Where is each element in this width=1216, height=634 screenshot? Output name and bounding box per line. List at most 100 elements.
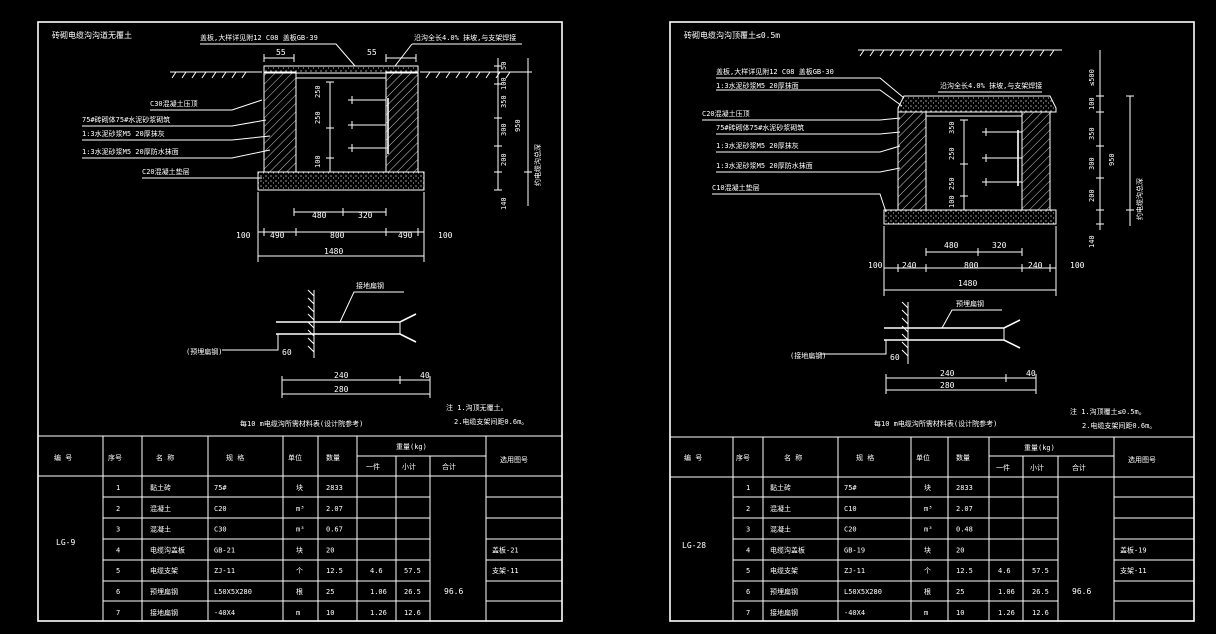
table-cell: 26.5 xyxy=(1032,588,1049,596)
ground-line xyxy=(858,49,1062,57)
svg-text:合计: 合计 xyxy=(442,462,456,471)
cover-slab xyxy=(897,95,1057,113)
table-cell: 盖板-21 xyxy=(492,545,519,554)
materials-table: 编 号 序号 名 称 规 格 单位 数量 重量(kg) 一件 小计 合计 选用图… xyxy=(37,435,563,622)
table-cell: 2.07 xyxy=(956,505,973,513)
callout-1: C20混凝土压顶 xyxy=(702,109,750,118)
note-1: 注 1.沟顶无覆土。 xyxy=(446,403,508,412)
svg-text:50: 50 xyxy=(500,62,508,70)
table-cell: 块 xyxy=(924,545,931,554)
svg-text:140: 140 xyxy=(500,197,508,210)
table-cell: C30 xyxy=(214,526,227,534)
table-cell: -40X4 xyxy=(214,609,235,617)
table-cell: 预埋扁钢 xyxy=(150,587,178,596)
table-cell: 6 xyxy=(746,588,750,596)
callout-3: 1:3水泥砂浆M5 20厚抹灰 xyxy=(82,129,165,138)
svg-text:序号: 序号 xyxy=(736,453,750,462)
callout-3: 1:3水泥砂浆M5 20厚抹灰 xyxy=(716,141,799,150)
svg-text:240: 240 xyxy=(1028,261,1043,270)
svg-text:一件: 一件 xyxy=(996,463,1010,472)
table-cell: 5 xyxy=(746,567,750,575)
table-cell: 2 xyxy=(746,505,750,513)
table-cell: m³ xyxy=(296,526,304,534)
svg-text:200: 200 xyxy=(500,153,508,166)
sheet-left: 砖砌电缆沟沟道无覆土 盖板,大样详见附12 C08 盖板GB-39 沿沟全长4.… xyxy=(37,21,563,622)
table-cell: 块 xyxy=(924,483,931,492)
bedding-layer xyxy=(883,209,1057,225)
svg-text:1480: 1480 xyxy=(324,247,343,256)
table-cell: -40X4 xyxy=(844,609,865,617)
table-cell: 25 xyxy=(326,588,334,596)
callout-4: 1:3水泥砂浆M5 20厚防水抹面 xyxy=(716,161,813,170)
table-cell: 支架-11 xyxy=(492,566,519,575)
svg-text:60: 60 xyxy=(282,348,292,357)
table-cell: 混凝土 xyxy=(770,525,791,534)
svg-text:规 格: 规 格 xyxy=(226,453,244,462)
sheet-right: 砖砌电缆沟沟顶覆土≤0.5m 盖板,大样详见附12 C08 盖板GB-30 沿沟… xyxy=(669,21,1195,622)
left-wall xyxy=(897,111,927,211)
svg-text:100: 100 xyxy=(948,195,956,208)
svg-text:重量(kg): 重量(kg) xyxy=(396,443,427,451)
svg-text:490: 490 xyxy=(270,231,285,240)
table-cell: 12.6 xyxy=(1032,609,1049,617)
table-cell: 1.26 xyxy=(998,609,1015,617)
table-cell: m³ xyxy=(924,526,932,534)
svg-text:950: 950 xyxy=(514,119,522,132)
svg-text:240: 240 xyxy=(940,369,955,378)
svg-text:320: 320 xyxy=(358,211,373,220)
svg-text:250: 250 xyxy=(948,177,956,190)
table-cell: 混凝土 xyxy=(150,504,171,513)
svg-text:选用图号: 选用图号 xyxy=(1128,455,1156,464)
table-cell: ZJ-11 xyxy=(844,567,865,575)
svg-text:100: 100 xyxy=(868,261,883,270)
svg-text:320: 320 xyxy=(992,241,1007,250)
svg-text:280: 280 xyxy=(334,385,349,394)
table-cell: 3 xyxy=(746,526,750,534)
table-cell: 个 xyxy=(296,567,303,575)
svg-text:小计: 小计 xyxy=(1030,463,1044,472)
callout-4: 1:3水泥砂浆M5 20厚防水抹面 xyxy=(82,147,179,156)
table-cell: 黏土砖 xyxy=(150,483,171,492)
svg-text:350: 350 xyxy=(500,95,508,108)
svg-text:250: 250 xyxy=(314,111,322,124)
table-cell: 75# xyxy=(844,484,857,492)
note-2: 2.电缆支架间距0.6m。 xyxy=(454,417,528,426)
table-cell: 7 xyxy=(116,609,120,617)
table-cell: 支架-11 xyxy=(1120,566,1147,575)
table-cell: 电缆沟盖板 xyxy=(770,545,805,554)
svg-text:(预埋扁钢): (预埋扁钢) xyxy=(186,347,222,356)
trench-section xyxy=(883,95,1057,225)
svg-text:40: 40 xyxy=(420,371,430,380)
table-cell: ZJ-11 xyxy=(214,567,235,575)
svg-text:490: 490 xyxy=(398,231,413,240)
table-cell: 电缆支架 xyxy=(150,566,178,575)
table-cell: 黏土砖 xyxy=(770,483,791,492)
svg-text:约电缆沟总深: 约电缆沟总深 xyxy=(533,144,542,186)
svg-text:40: 40 xyxy=(1026,369,1036,378)
svg-text:55: 55 xyxy=(276,48,286,57)
table-cell: 12.6 xyxy=(404,609,421,617)
table-cell: 4 xyxy=(746,546,750,554)
table-cell: 根 xyxy=(924,587,931,596)
table-cell: GB-19 xyxy=(844,546,865,554)
svg-text:约电缆沟总深: 约电缆沟总深 xyxy=(1135,178,1144,220)
svg-text:名 称: 名 称 xyxy=(784,453,802,462)
table-cell: 57.5 xyxy=(1032,567,1049,575)
table-cell: 块 xyxy=(296,483,303,492)
callout-cover: 盖板,大样详见附12 C08 盖板GB-30 xyxy=(716,67,834,76)
table-cell: 2.07 xyxy=(326,505,343,513)
svg-text:350: 350 xyxy=(948,121,956,134)
table-cell: 根 xyxy=(296,587,303,596)
sheet-title: 砖砌电缆沟沟道无覆土 xyxy=(52,30,132,40)
svg-text:800: 800 xyxy=(330,231,345,240)
svg-text:280: 280 xyxy=(940,381,955,390)
sheet-title: 砖砌电缆沟沟顶覆土≤0.5m xyxy=(684,30,780,40)
table-cell: L50X5X280 xyxy=(844,588,882,596)
svg-text:250: 250 xyxy=(948,147,956,160)
svg-text:300: 300 xyxy=(1088,157,1096,170)
svg-text:数量: 数量 xyxy=(326,453,340,462)
svg-text:名 称: 名 称 xyxy=(156,453,174,462)
right-wall xyxy=(385,71,419,173)
